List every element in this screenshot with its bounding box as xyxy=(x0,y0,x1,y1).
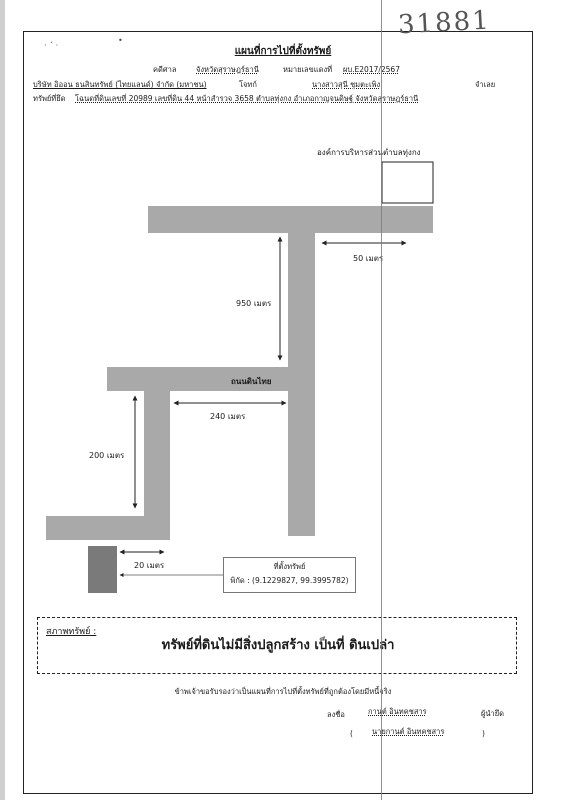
paren-close: ) xyxy=(482,729,485,738)
role-label: ผู้นำยึด xyxy=(481,709,504,718)
defendant-label: จำเลย xyxy=(475,80,496,89)
defendant-value: นางสาวสุนี ชุมตะเพิง xyxy=(312,80,381,89)
sign-label: ลงชื่อ xyxy=(327,710,345,719)
location-title: ที่ตั้งทรัพย์ xyxy=(273,562,306,571)
court-label: คดีศาล xyxy=(153,65,177,74)
signer-name: กานต์ อินทคชสาร xyxy=(368,707,427,716)
plaintiff-label: โจทก์ xyxy=(239,80,257,89)
location-coordinates: พิกัด : (9.1229827, 99.3995782) xyxy=(230,576,349,585)
landmark-building xyxy=(381,161,434,204)
certification-text: ข้าพเจ้าขอรับรองว่าเป็นแผนที่การไปที่ตั้… xyxy=(174,687,392,696)
scan-speck: · ˊ · xyxy=(44,41,59,50)
location-box: ที่ตั้งทรัพย์ พิกัด : (9.1229827, 99.399… xyxy=(223,557,356,593)
distance-label-20m: 20 เมตร xyxy=(134,561,165,570)
printed-name: นายกานต์ อินทคชสาร xyxy=(372,727,445,736)
main-road xyxy=(148,206,433,233)
paren-open: ( xyxy=(350,729,353,738)
court-value: จังหวัดสุราษฎร์ธานี xyxy=(196,65,259,74)
margin-line xyxy=(381,0,382,800)
case-number-label: หมายเลขแดงที่ xyxy=(283,65,333,74)
property-label: ทรัพย์ที่ยึด xyxy=(33,94,66,103)
scan-edge xyxy=(0,0,5,800)
property-value: โฉนดที่ดินเลขที่ 20989 เลขที่ดิน 44 หน้า… xyxy=(75,94,419,103)
distance-label-50m: 50 เมตร xyxy=(353,254,384,263)
page-border xyxy=(23,31,533,794)
distance-label-240m: 240 เมตร xyxy=(210,412,246,421)
landmark-label: องค์การบริหารส่วนตำบลทุ่งกง xyxy=(317,148,421,157)
road-label: ถนนดินไทย xyxy=(231,377,272,386)
condition-box: สภาพทรัพย์ : ทรัพย์ที่ดินไม่มีสิ่งปลูกสร… xyxy=(37,617,517,674)
page-title: แผนที่การไปที่ตั้งทรัพย์ xyxy=(234,46,332,57)
condition-label: สภาพทรัพย์ : xyxy=(46,627,97,637)
condition-text: ทรัพย์ที่ดินไม่มีสิ่งปลูกสร้าง เป็นที่ ด… xyxy=(161,638,395,653)
access-road xyxy=(46,516,144,540)
branch-road xyxy=(144,391,170,540)
distance-label-950m: 950 เมตร xyxy=(236,299,272,308)
property-parcel xyxy=(88,546,117,593)
plaintiff-value: บริษัท อิออน ธนสินทรัพย์ (ไทยแลนด์) จำกั… xyxy=(33,80,207,89)
scan-speck: • xyxy=(118,36,123,45)
vertical-road xyxy=(288,233,315,536)
dirt-road xyxy=(107,367,288,391)
distance-label-200m: 200 เมตร xyxy=(89,451,125,460)
case-number-value: ผบ.E2017/2567 xyxy=(343,65,400,74)
